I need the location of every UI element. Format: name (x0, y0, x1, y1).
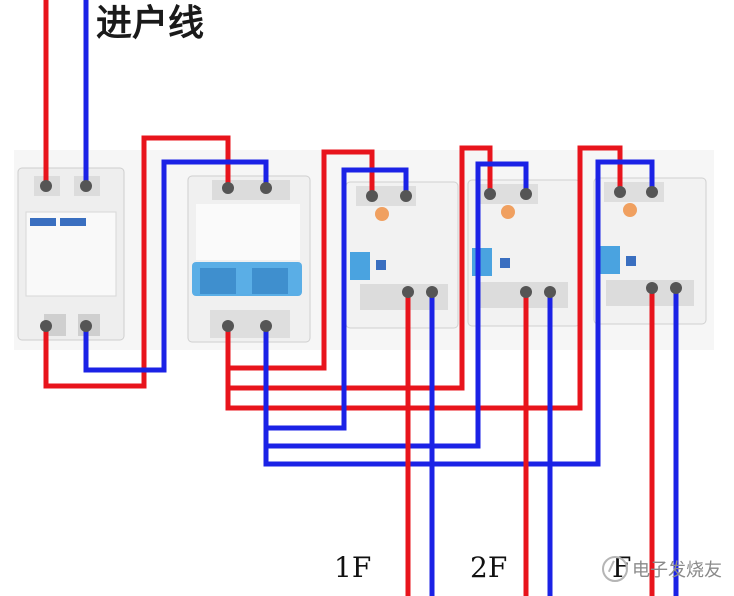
incoming-line-label: 进户线 (96, 3, 205, 44)
sp-to-main-neutral-wire (83, 159, 269, 373)
terminal-screws (40, 180, 682, 332)
main-to-3f-neutral-wire (263, 159, 655, 467)
floor-label-2f: 2F (470, 551, 508, 584)
main-to-2f-neutral-wire (263, 161, 529, 449)
watermark: 电子发烧友 (602, 556, 722, 582)
branch-breaker-1f (345, 181, 459, 329)
floor-label-1f: 1F (334, 551, 372, 584)
main-to-3f-live-wire (225, 145, 623, 411)
watermark-text: 电子发烧友 (632, 560, 722, 581)
watermark-logo-icon (602, 556, 628, 582)
main-to-2f-live-wire (225, 145, 493, 391)
surge-protector (17, 167, 125, 341)
sp-to-main-live-wire (43, 135, 231, 389)
main-breaker (187, 175, 311, 343)
main-to-1f-live-wire (225, 149, 375, 371)
main-to-1f-neutral-wire (263, 167, 409, 431)
